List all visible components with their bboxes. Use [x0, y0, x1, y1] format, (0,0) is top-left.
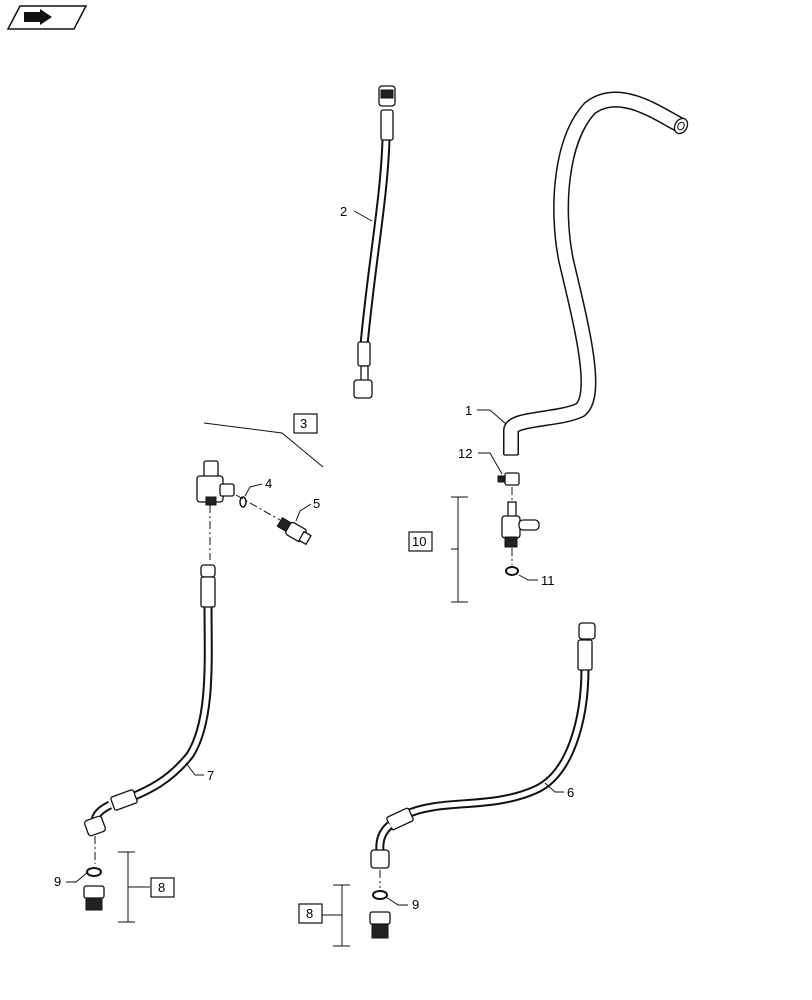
callout-8a: 8	[158, 880, 165, 895]
o-ring-9b	[372, 890, 388, 900]
arrow-icon[interactable]	[6, 5, 88, 30]
bracket-10	[451, 496, 468, 603]
callout-9a: 9	[54, 874, 61, 889]
bracket-8b	[322, 884, 350, 947]
callout-box-3	[293, 413, 318, 434]
callout-10: 10	[412, 534, 426, 549]
callout-box-8a	[150, 877, 175, 898]
fitting-10	[501, 501, 540, 576]
leader-12	[478, 452, 503, 475]
o-ring-4	[239, 496, 247, 508]
callout-box-8b	[298, 903, 323, 924]
switch-5	[276, 516, 312, 546]
leader-2	[353, 210, 373, 222]
bracket-8a	[118, 851, 150, 923]
callout-8b: 8	[306, 906, 313, 921]
callout-4: 4	[265, 476, 272, 491]
leader-1	[477, 409, 507, 425]
leader-4	[244, 483, 263, 497]
leader-11	[518, 574, 538, 581]
hose-6	[370, 622, 596, 869]
leader-9a	[66, 871, 89, 883]
leader-6	[544, 782, 564, 793]
bracket-3	[203, 422, 324, 468]
callout-6: 6	[567, 785, 574, 800]
leader-5	[295, 503, 312, 522]
tee-fitting	[196, 460, 235, 506]
callout-7: 7	[207, 768, 214, 783]
leader-9b	[385, 896, 408, 906]
callout-1: 1	[465, 403, 472, 418]
callout-11: 11	[541, 573, 555, 588]
clamp-12	[497, 472, 520, 486]
adapter-8a	[83, 885, 105, 911]
callout-box-10	[408, 531, 433, 552]
o-ring-9a	[86, 867, 102, 877]
callout-12: 12	[458, 446, 472, 461]
callout-5: 5	[313, 496, 320, 511]
hose-7	[84, 564, 216, 837]
callout-2: 2	[340, 204, 347, 219]
leader-7	[185, 762, 204, 776]
hose-1	[503, 91, 689, 456]
hose-2	[353, 85, 396, 399]
callout-9b: 9	[412, 897, 419, 912]
callout-3: 3	[300, 416, 307, 431]
adapter-8b	[369, 911, 391, 939]
